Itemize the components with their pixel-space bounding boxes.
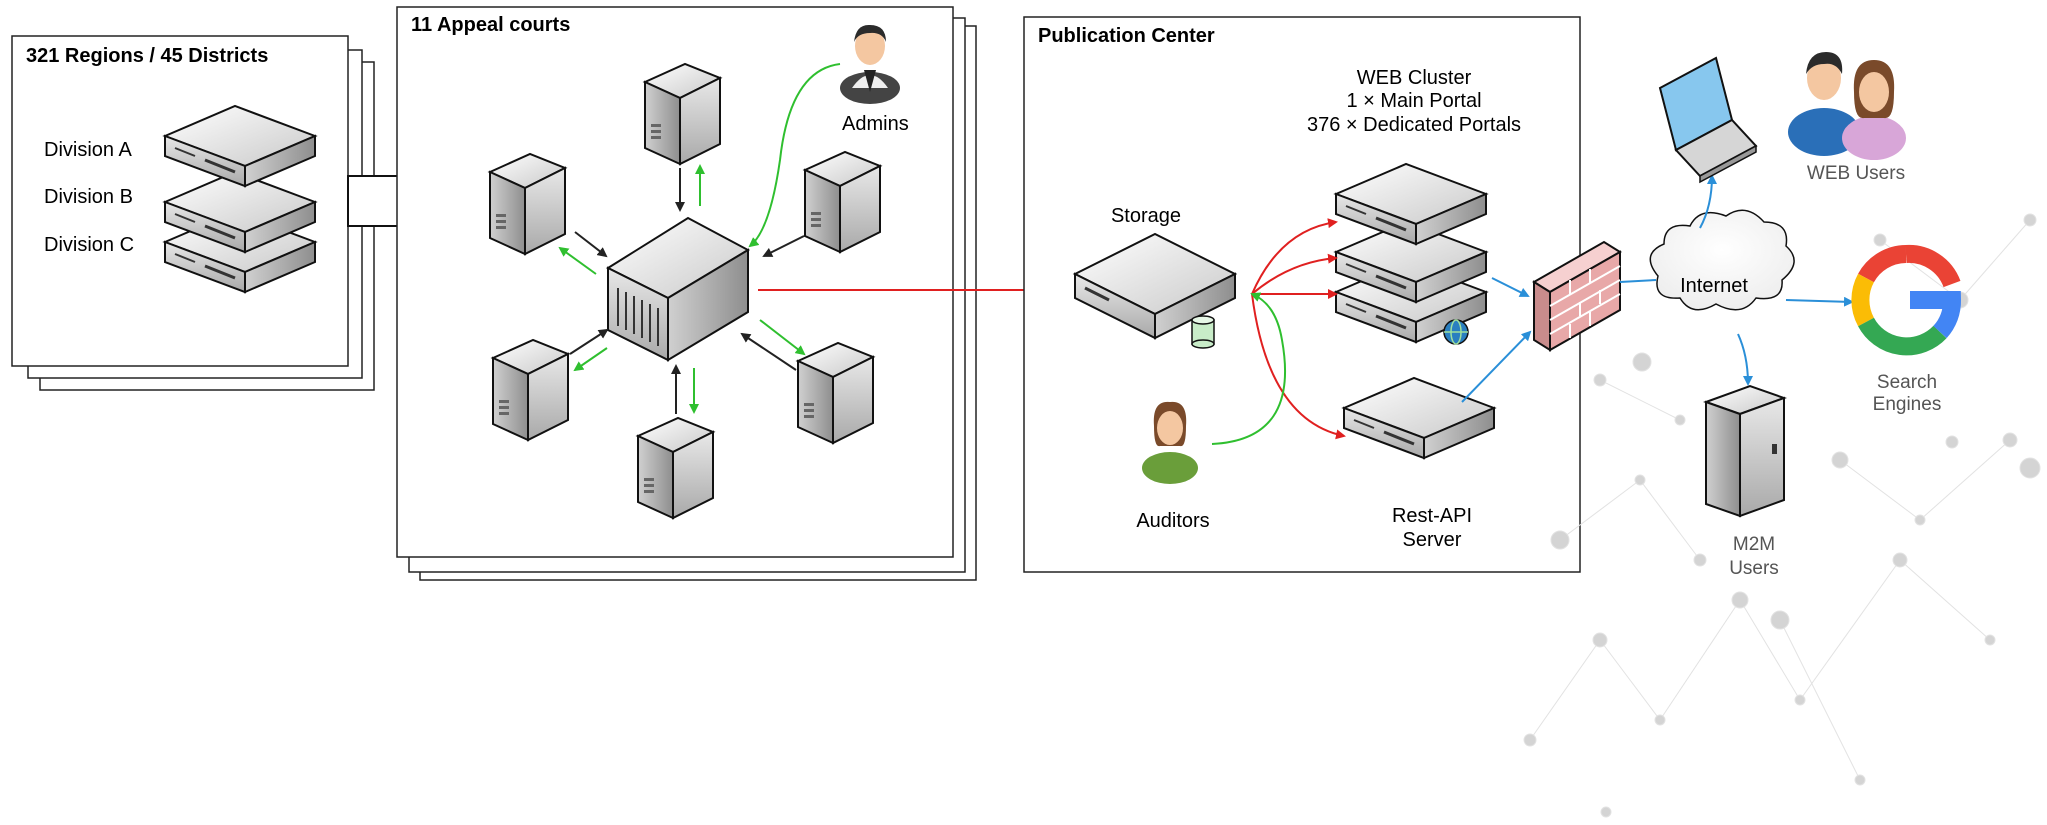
internet-label: Internet <box>1680 275 1748 297</box>
internet-cloud-icon: Internet <box>1649 209 1795 311</box>
admins-label: Admins <box>842 113 909 135</box>
to-firewall-arrows <box>1461 277 1532 403</box>
court-server-top-icon <box>644 63 721 165</box>
m2m-users-label-line1: M2M <box>1733 534 1775 555</box>
web-cluster-title: WEB Cluster <box>1357 67 1472 89</box>
laptop-icon <box>1658 56 1758 184</box>
database-icon <box>1191 315 1215 349</box>
rest-api-label-line1: Rest-API <box>1392 505 1472 527</box>
auditors-label: Auditors <box>1136 510 1209 532</box>
division-c-label: Division C <box>44 234 134 256</box>
m2m-users-label-line2: Users <box>1729 558 1779 579</box>
web-users-label: WEB Users <box>1807 163 1905 184</box>
central-server-icon <box>605 216 751 362</box>
storage-label: Storage <box>1111 205 1181 227</box>
storage-distribution-arrows <box>1211 218 1346 445</box>
m2m-device-icon <box>1703 384 1787 518</box>
division-b-label: Division B <box>44 186 133 208</box>
storage-server-icon <box>1072 232 1238 340</box>
rest-api-label-line2: Server <box>1403 529 1462 551</box>
search-engines-label-line2: Engines <box>1873 394 1942 415</box>
court-server-bottom-left-icon <box>492 339 569 441</box>
court-server-bottom-icon <box>637 417 714 519</box>
regions-group: 321 Regions / 45 Districts Division A Di… <box>11 35 375 391</box>
court-server-bottom-right-icon <box>797 342 874 444</box>
search-engine-logo-icon <box>1851 244 1961 356</box>
court-server-right-icon <box>804 151 881 253</box>
division-a-label: Division A <box>44 139 132 161</box>
court-sync-arrows <box>558 63 841 414</box>
court-server-left-icon <box>489 153 566 255</box>
publication-center-group: Publication Center WEB Cluster 1 × Main … <box>1023 16 1581 573</box>
web-cluster-main-portal: 1 × Main Portal <box>1346 90 1481 112</box>
web-users-icon <box>1788 52 1906 160</box>
www-globe-icon <box>1443 319 1469 345</box>
background-network-pattern <box>1523 213 2041 818</box>
appeal-courts-title: 11 Appeal courts <box>411 14 570 36</box>
firewall-icon <box>1532 240 1622 352</box>
internet-arrows <box>1619 174 1854 386</box>
appeal-courts-group: 11 Appeal courts Admins <box>396 6 977 581</box>
web-cluster-dedicated-portals: 376 × Dedicated Portals <box>1307 114 1521 136</box>
regions-title: 321 Regions / 45 Districts <box>26 45 268 67</box>
publication-center-title: Publication Center <box>1038 25 1215 47</box>
search-engines-label-line1: Search <box>1877 372 1937 393</box>
